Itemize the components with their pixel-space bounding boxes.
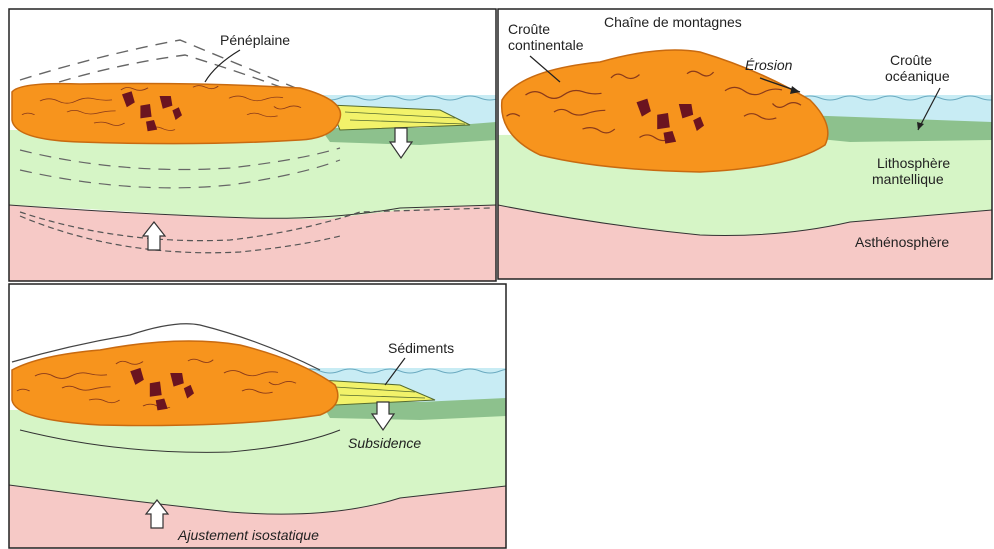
label-asthenosphere: Asthénosphère [855,234,949,250]
label-chaine: Chaîne de montagnes [604,14,742,30]
label-lithosphere-2: mantellique [872,171,944,187]
label-peneplaine: Pénéplaine [220,32,290,48]
label-ajustement: Ajustement isostatique [177,527,319,543]
panel-top-right: Croûte continentale Chaîne de montagnes … [498,9,994,279]
label-sediments: Sédiments [388,340,454,356]
label-croute-continentale-1: Croûte [508,21,550,37]
panel-top-left: Pénéplaine [9,9,500,281]
label-croute-oceanique-1: Croûte [890,52,932,68]
panel-bottom-left: Sédiments Subsidence Ajustement isostati… [9,284,520,548]
label-erosion: Érosion [745,57,793,73]
label-croute-continentale-2: continentale [508,37,584,53]
label-croute-oceanique-2: océanique [885,68,950,84]
label-lithosphere-1: Lithosphère [877,155,950,171]
label-subsidence: Subsidence [348,435,421,451]
